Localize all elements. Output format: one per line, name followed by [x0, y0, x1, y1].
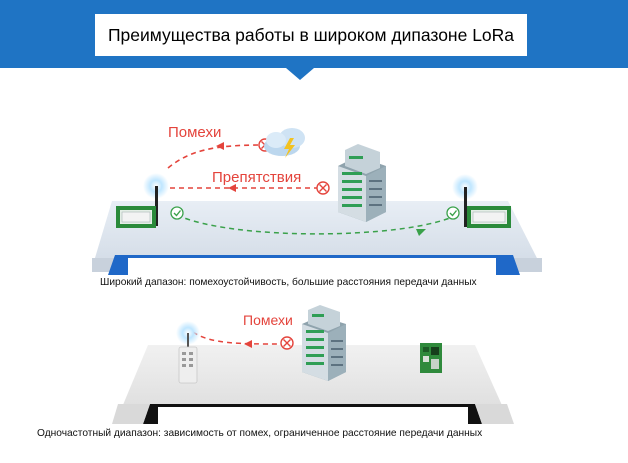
interference-arrow-top	[216, 142, 224, 150]
handheld-device-icon	[176, 321, 200, 384]
bottom-platform-white-strip	[158, 407, 468, 424]
top-panel: Помехи Препятствия	[92, 124, 542, 275]
obstacle-arrow-top	[228, 184, 236, 192]
lora-board-icon	[420, 343, 442, 373]
bottom-platform	[120, 345, 505, 412]
check-icon	[170, 206, 184, 220]
success-path-top	[176, 214, 456, 235]
page-title: Преимущества работы в широком дипазоне L…	[107, 24, 515, 45]
lora-module-icon	[452, 174, 511, 228]
building-icon	[302, 305, 346, 381]
label-interference-top: Помехи	[168, 124, 221, 141]
top-platform	[92, 201, 542, 268]
building-icon	[338, 144, 386, 222]
label-obstacles-top: Препятствия	[212, 169, 301, 186]
blocked-x-icon	[280, 336, 294, 350]
lora-module-icon	[116, 173, 169, 228]
top-platform-white-strip	[128, 258, 496, 275]
blocked-x-icon	[316, 181, 330, 195]
bottom-platform-edge	[475, 404, 514, 424]
interference-path-top	[167, 144, 263, 169]
interference-arrow-bottom	[244, 340, 252, 348]
title-box: Преимущества работы в широком дипазоне L…	[95, 14, 527, 56]
interference-path-bottom	[192, 331, 285, 345]
label-interference-bottom: Помехи	[243, 312, 293, 328]
banner-pointer	[286, 68, 314, 80]
bottom-platform-edge	[112, 404, 150, 424]
caption-single-frequency: Одночастотный диапазон: зависимость от п…	[37, 428, 483, 439]
caption-wideband: Широкий дапазон: помехоустойчивость, бол…	[100, 277, 477, 288]
bottom-panel: Помехи	[112, 305, 514, 424]
cloud-lightning-icon	[264, 128, 305, 158]
check-icon	[446, 206, 460, 220]
success-arrow-top	[416, 229, 426, 236]
